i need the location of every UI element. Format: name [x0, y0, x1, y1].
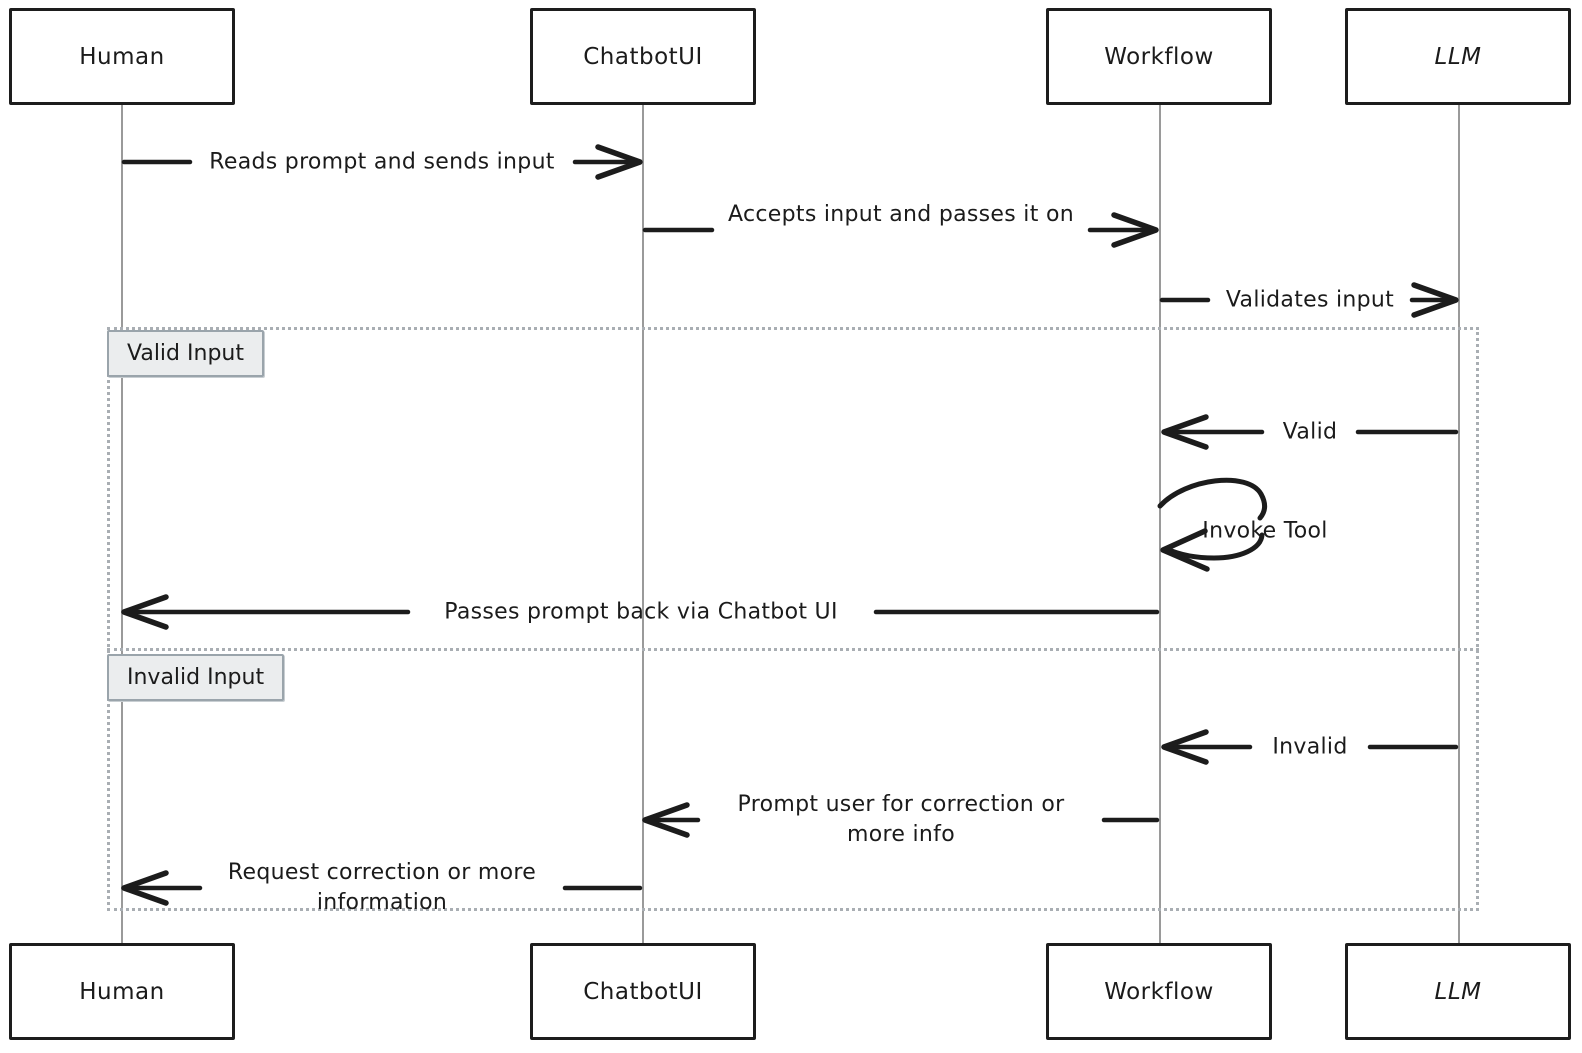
message-reads-prompt: Reads prompt and sends input [209, 149, 555, 175]
lifeline-workflow [1159, 104, 1161, 946]
actor-human-top: Human [9, 8, 235, 105]
lifeline-llm [1458, 104, 1460, 946]
actor-human-top-label: Human [79, 43, 165, 70]
actor-workflow-top-label: Workflow [1104, 43, 1214, 70]
actor-workflow-bottom-label: Workflow [1104, 978, 1214, 1005]
message-accepts-input: Accepts input and passes it on [728, 202, 1074, 227]
message-invoke-tool: Invoke Tool [1202, 518, 1328, 544]
actor-chatbotui-bottom-label: ChatbotUI [583, 978, 703, 1005]
message-prompt-user: Prompt user for correction or more info [737, 792, 1065, 847]
alt-section-divider [107, 648, 1479, 651]
actor-llm-bottom: LLM [1345, 943, 1571, 1040]
message-valid: Valid [1282, 419, 1338, 445]
message-passes-prompt-back: Passes prompt back via Chatbot UI [444, 599, 838, 625]
actor-workflow-bottom: Workflow [1046, 943, 1272, 1040]
lifeline-chatbotui [642, 104, 644, 946]
actor-chatbotui-top: ChatbotUI [530, 8, 756, 105]
section-label-invalid-input-text: Invalid Input [127, 665, 265, 690]
section-label-valid-input-text: Valid Input [127, 341, 244, 366]
section-label-valid-input: Valid Input [107, 330, 264, 377]
actor-chatbotui-bottom: ChatbotUI [530, 943, 756, 1040]
actor-chatbotui-top-label: ChatbotUI [583, 43, 703, 70]
message-request-correction: Request correction or more information [227, 860, 537, 915]
actor-workflow-top: Workflow [1046, 8, 1272, 105]
actor-llm-bottom-label: LLM [1434, 978, 1482, 1005]
section-label-invalid-input: Invalid Input [107, 654, 285, 701]
message-validates-input: Validates input [1225, 287, 1395, 313]
alt-frame [107, 327, 1479, 911]
actor-human-bottom-label: Human [79, 978, 165, 1005]
message-invalid: Invalid [1272, 734, 1348, 760]
actor-llm-top: LLM [1345, 8, 1571, 105]
actor-llm-top-label: LLM [1434, 43, 1482, 70]
lifeline-human [121, 104, 123, 946]
actor-human-bottom: Human [9, 943, 235, 1040]
